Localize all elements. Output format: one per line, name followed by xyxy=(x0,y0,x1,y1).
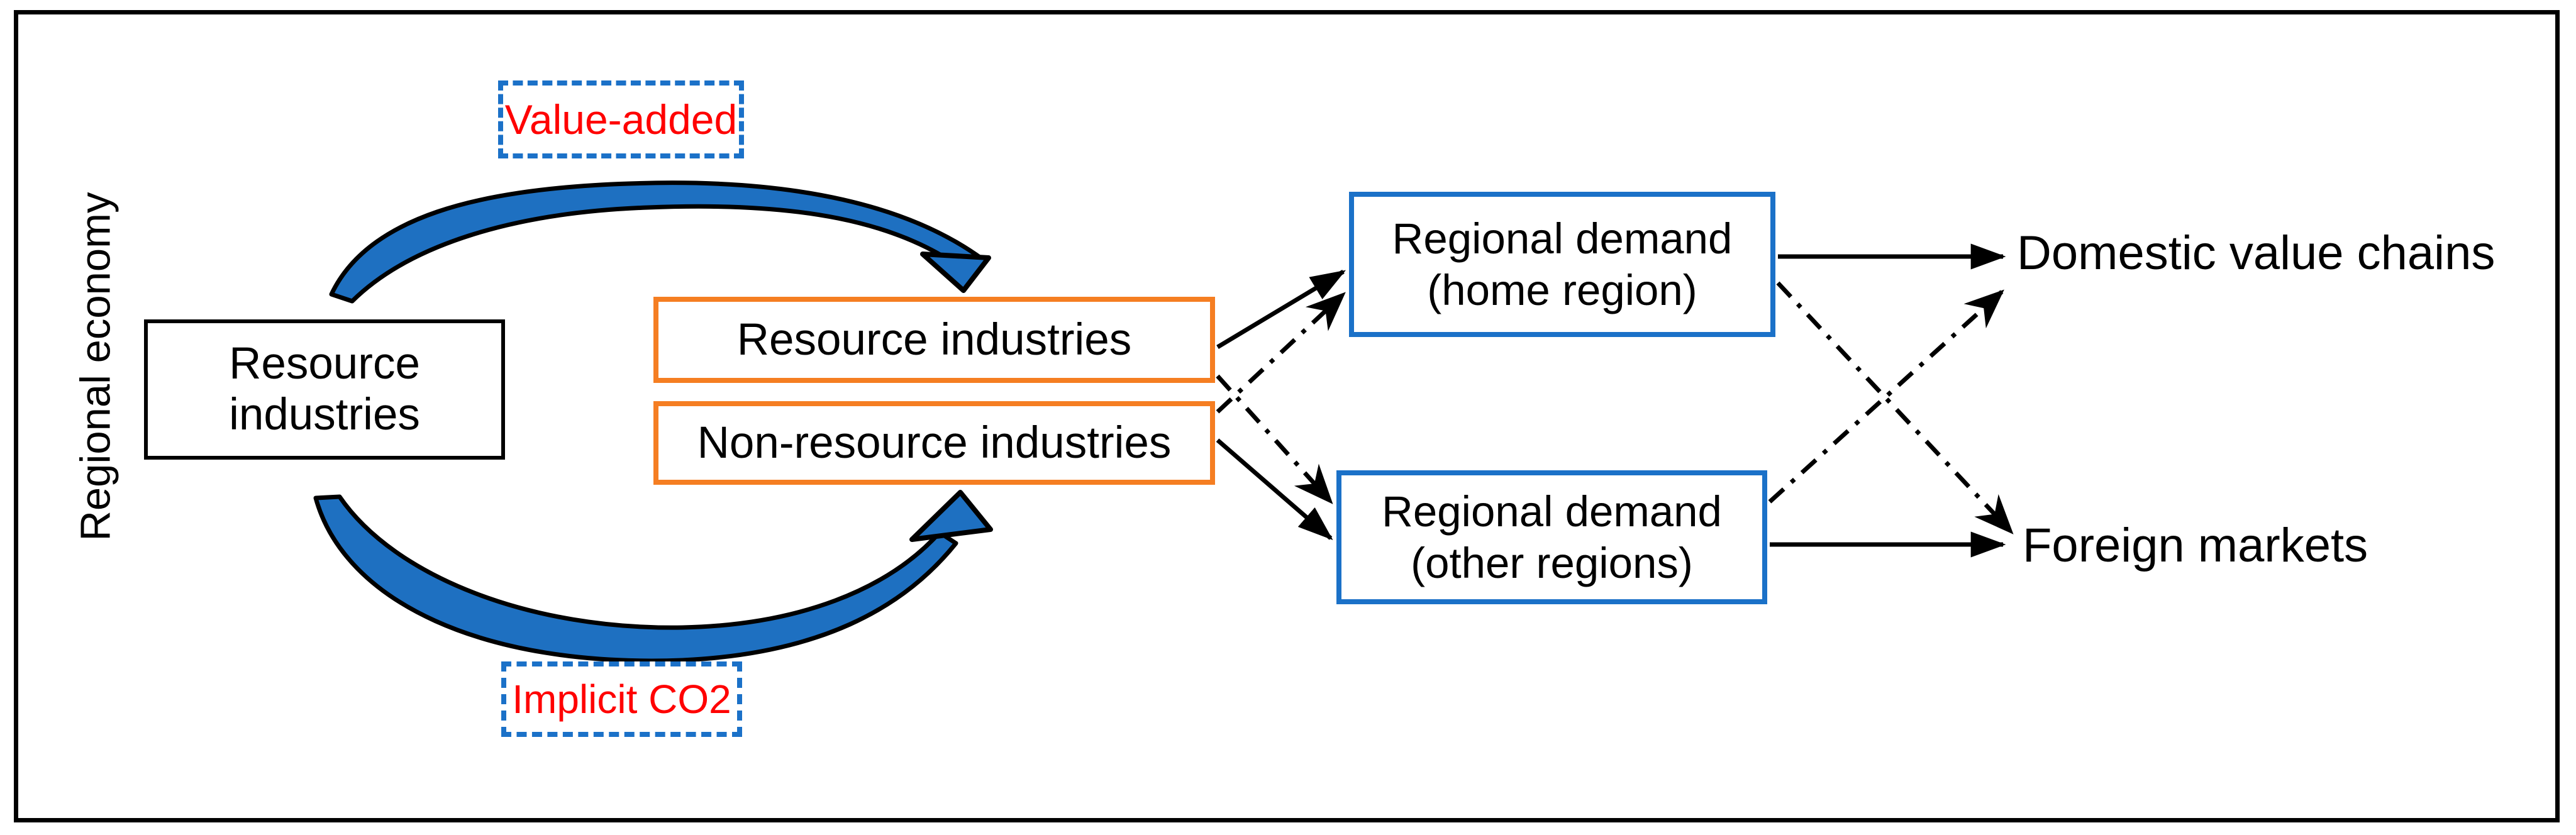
regional-demand-home-line1: Regional demand xyxy=(1392,214,1733,263)
arrow-other-to-domestic xyxy=(1768,289,2004,504)
value-added-tag: Value-added xyxy=(498,80,744,158)
curved-arrow-top xyxy=(329,180,991,304)
foreign-markets-label: Foreign markets xyxy=(2023,519,2368,572)
resource-industries-source-label: Resource industries xyxy=(229,338,420,440)
regional-economy-label: Regional economy xyxy=(72,192,119,541)
value-added-label: Value-added xyxy=(504,96,738,143)
regional-demand-home-line2: (home region) xyxy=(1427,265,1697,314)
curved-arrow-bottom-head xyxy=(909,490,993,542)
curved-arrow-bottom xyxy=(313,490,993,663)
regional-demand-other-box: Regional demand (other regions) xyxy=(1336,470,1767,604)
implicit-co2-tag: Implicit CO2 xyxy=(501,661,742,737)
curved-arrow-bottom-ribbon xyxy=(313,494,958,663)
arrow-resource-to-home xyxy=(1216,269,1346,350)
implicit-co2-label: Implicit CO2 xyxy=(512,677,731,722)
resource-industries-label: Resource industries xyxy=(736,315,1132,365)
arrow-nonresource-to-home xyxy=(1216,292,1346,414)
domestic-value-chains-label: Domestic value chains xyxy=(2017,226,2496,280)
curved-arrow-top-head xyxy=(920,252,991,293)
resource-industries-source-box: Resource industries xyxy=(144,319,505,460)
arrow-home-to-foreign xyxy=(1776,281,2014,534)
outer-frame xyxy=(14,10,2560,822)
non-resource-industries-label: Non-resource industries xyxy=(697,418,1172,468)
regional-demand-home-box: Regional demand (home region) xyxy=(1349,192,1775,337)
regional-demand-other-line1: Regional demand xyxy=(1382,487,1722,536)
arrow-resource-to-other xyxy=(1216,374,1333,504)
regional-demand-other-line2: (other regions) xyxy=(1411,538,1693,587)
non-resource-industries-box: Non-resource industries xyxy=(653,401,1215,485)
arrow-nonresource-to-other xyxy=(1216,438,1333,541)
curved-arrow-top-ribbon xyxy=(329,180,985,304)
resource-industries-box: Resource industries xyxy=(653,297,1215,383)
